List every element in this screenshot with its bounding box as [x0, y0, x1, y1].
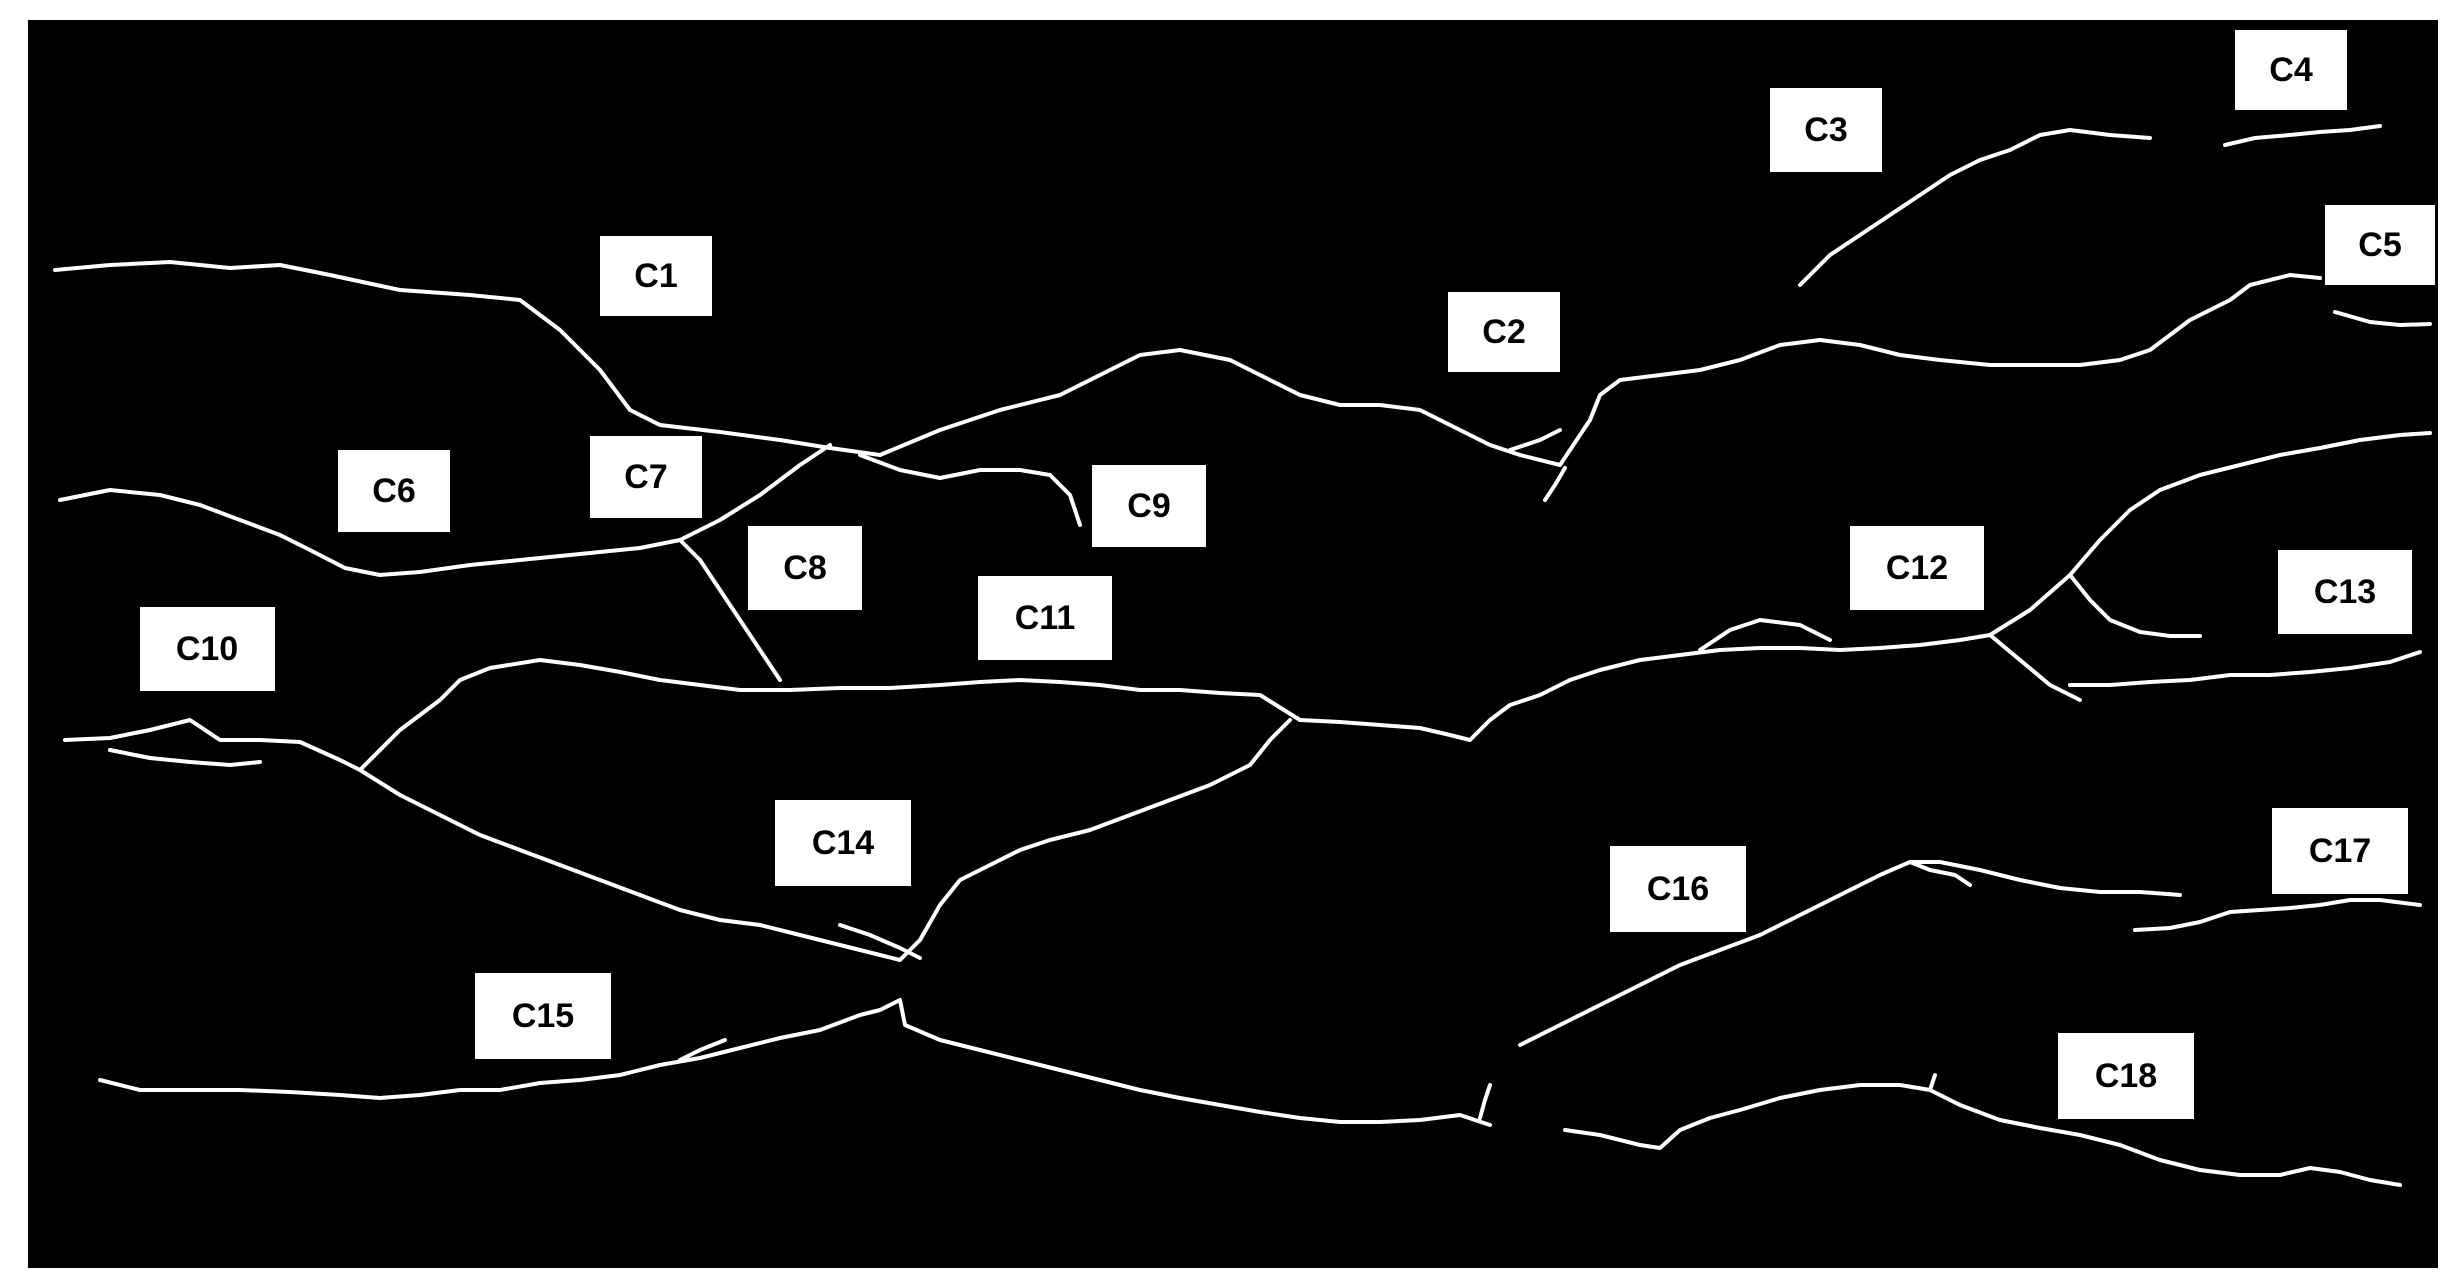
label-box [748, 526, 862, 610]
label-box [338, 450, 450, 532]
label-box [475, 973, 611, 1059]
label-text: C1 [634, 257, 677, 295]
crack-c7 [678, 443, 832, 542]
label-text: C11 [1015, 599, 1076, 637]
label-text: C10 [176, 630, 238, 668]
crack-c4 [2223, 124, 2382, 147]
label-c14: C14 [775, 800, 911, 886]
label-c3: C3 [1770, 88, 1882, 172]
label-c13: C13 [2278, 550, 2412, 634]
label-c5: C5 [2325, 205, 2435, 285]
label-text: C17 [2309, 832, 2371, 870]
label-box [590, 436, 702, 518]
cracks [53, 124, 2432, 1187]
crack-c18-spur [1928, 1073, 1937, 1092]
crack-c6 [58, 488, 682, 577]
label-box [1092, 465, 1206, 547]
crack-c10 [63, 718, 362, 772]
black-panel [28, 20, 2438, 1268]
crack-c8 [678, 538, 782, 682]
label-c15: C15 [475, 973, 611, 1059]
label-box [775, 800, 911, 886]
label-text: C14 [812, 824, 874, 862]
label-box [1448, 292, 1560, 372]
label-c4: C4 [2235, 30, 2347, 110]
label-c8: C8 [748, 526, 862, 610]
label-c7: C7 [590, 436, 702, 518]
crack-c2-hook [1543, 466, 1567, 502]
crack-c2-tail [1508, 428, 1562, 452]
label-text: C16 [1647, 870, 1709, 908]
label-text: C18 [2095, 1057, 2157, 1095]
label-c2: C2 [1448, 292, 1560, 372]
label-box [2278, 550, 2412, 634]
label-box [2058, 1033, 2194, 1119]
label-c17: C17 [2272, 808, 2408, 894]
label-c9: C9 [1092, 465, 1206, 547]
crack-c11 [358, 633, 1992, 772]
label-text: C2 [1482, 313, 1525, 351]
label-c11: C11 [978, 576, 1112, 660]
crack-c15-spur [1478, 1083, 1492, 1120]
crack-c18 [1563, 1083, 2402, 1187]
label-c10: C10 [140, 607, 275, 691]
label-box [1770, 88, 1882, 172]
crack-c12-branch [2068, 573, 2202, 638]
crack-c12-spur [1988, 633, 2082, 702]
crack-c5 [2333, 310, 2432, 327]
label-box [2325, 205, 2435, 285]
label-text: C12 [1886, 549, 1948, 587]
crack-c11-loop [1698, 618, 1832, 652]
label-text: C13 [2314, 573, 2376, 611]
label-c6: C6 [338, 450, 450, 532]
crack-c14-hook [838, 923, 922, 960]
label-text: C8 [783, 549, 826, 587]
label-box [978, 576, 1112, 660]
crack-c3 [1798, 128, 2152, 287]
crack-c1 [53, 260, 882, 457]
label-text: C4 [2269, 51, 2313, 89]
crack-c17 [2133, 898, 2422, 932]
label-text: C3 [1804, 111, 1847, 149]
label-c12: C12 [1850, 526, 1984, 610]
crack-c14 [358, 718, 1292, 962]
label-box [2235, 30, 2347, 110]
label-text: C9 [1127, 487, 1170, 525]
crack-c2 [878, 273, 2322, 467]
crack-c9 [858, 453, 1082, 527]
crack-c15-branch [678, 1038, 727, 1062]
crack-c16-branch [1908, 860, 1972, 887]
crack-c16 [1518, 860, 2182, 1047]
label-box [2272, 808, 2408, 894]
label-text: C15 [512, 997, 574, 1035]
crack-c15 [98, 998, 1492, 1127]
label-box [600, 236, 712, 316]
label-c16: C16 [1610, 846, 1746, 932]
label-box [1850, 526, 1984, 610]
label-text: C7 [624, 458, 667, 496]
crack-c13 [2068, 650, 2422, 687]
crack-c10-branch [108, 748, 262, 767]
label-text: C5 [2358, 226, 2401, 264]
label-box [1610, 846, 1746, 932]
crack-labels: C1 C2 C3 C4 C5 C6 C7 C8 [140, 30, 2435, 1119]
label-c1: C1 [600, 236, 712, 316]
label-text: C6 [372, 472, 415, 510]
label-box [140, 607, 275, 691]
label-c18: C18 [2058, 1033, 2194, 1119]
